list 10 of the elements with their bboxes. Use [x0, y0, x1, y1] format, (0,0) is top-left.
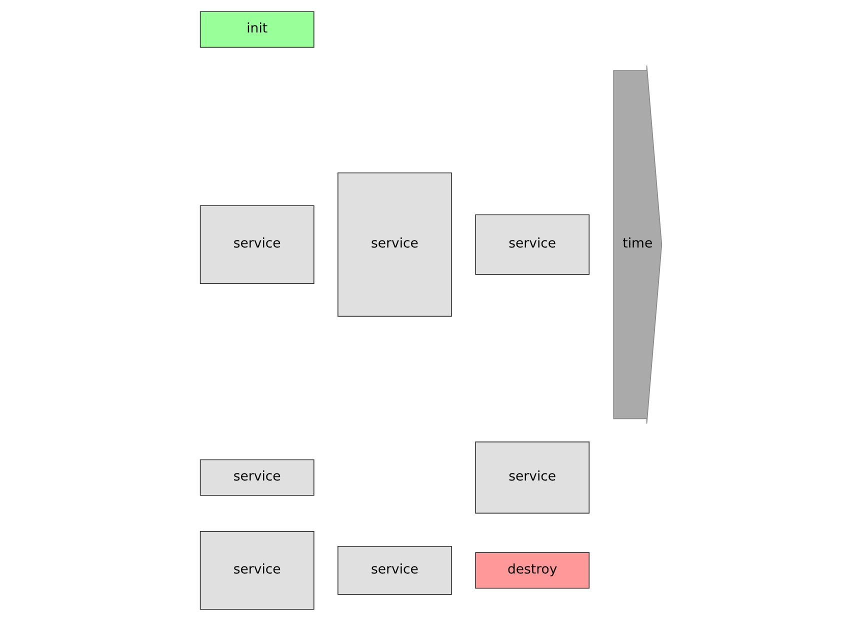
node-box: init [199, 11, 314, 48]
node-box: destroy [474, 552, 590, 589]
node-box: service [474, 214, 590, 275]
node-box: service [474, 441, 590, 514]
node-box: service [337, 172, 452, 317]
node-box: service [199, 459, 314, 496]
node-box: service [337, 546, 452, 595]
node-box: service [199, 205, 314, 284]
label: time [622, 236, 652, 252]
node-box: service [199, 531, 314, 610]
